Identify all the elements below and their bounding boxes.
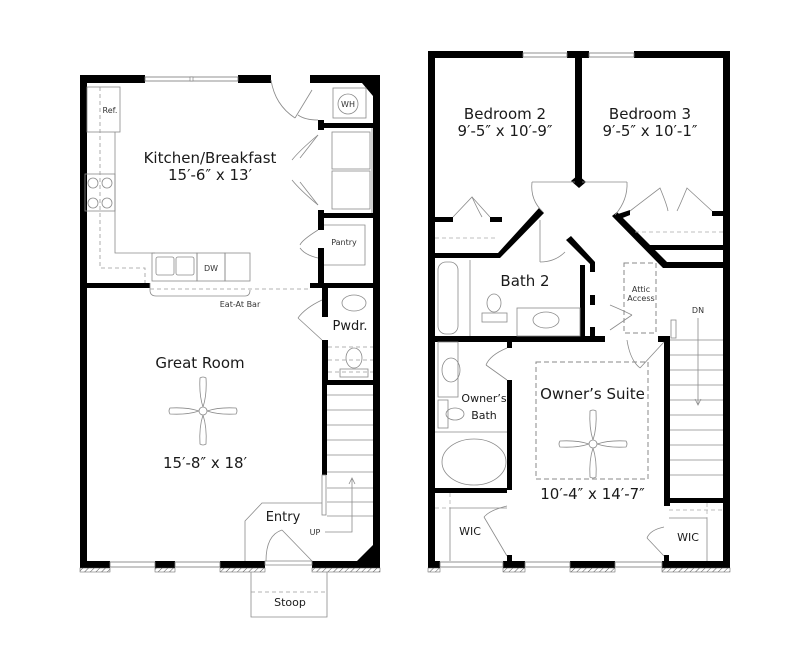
- great-room-size: 15′-8″ x 18′: [163, 454, 247, 472]
- bedroom2-name: Bedroom 2: [463, 105, 547, 123]
- owners-suite-size: 10′-4″ x 14′-7″: [540, 485, 645, 503]
- room-label-owners-bath: Owner’s Bath: [460, 392, 508, 422]
- room-label-bath2: Bath 2: [500, 272, 550, 290]
- pantry-label: Pantry: [331, 238, 357, 247]
- dn-label: DN: [691, 306, 705, 315]
- room-label-great-room: Great Room: [150, 354, 250, 372]
- kitchen-name: Kitchen/Breakfast: [143, 149, 277, 167]
- bedroom2-size: 9′-5″ x 10′-9″: [457, 122, 553, 141]
- room-label-bedroom2: Bedroom 2 9′-5″ x 10′-9″: [455, 105, 555, 141]
- room-label-stoop: Stoop: [274, 596, 306, 609]
- owners-bath-line1: Owner’s: [461, 392, 507, 405]
- attic-line2: Access: [627, 294, 655, 304]
- owners-bath-line2: Bath: [471, 408, 497, 422]
- first-floor-plan: [79, 75, 381, 618]
- room-label-entry: Entry: [265, 510, 301, 525]
- up-label: UP: [309, 528, 321, 537]
- room-label-powder: Pwdr.: [332, 319, 368, 334]
- attic-access-label: Attic Access: [623, 285, 659, 303]
- room-label-bedroom3: Bedroom 3 9′-5″ x 10′-1″: [600, 105, 700, 141]
- kitchen-size: 15′-6″ x 13′: [168, 166, 252, 185]
- great-room-name: Great Room: [155, 354, 245, 372]
- room-label-kitchen: Kitchen/Breakfast 15′-6″ x 13′: [130, 149, 290, 185]
- room-label-owners-suite: Owner’s Suite: [540, 385, 645, 403]
- bedroom3-name: Bedroom 3: [608, 105, 692, 123]
- bedroom3-size: 9′-5″ x 10′-1″: [602, 122, 698, 141]
- ref-label: Ref.: [102, 106, 118, 115]
- attic-line1: Attic: [631, 285, 651, 294]
- dw-label: DW: [203, 264, 219, 273]
- room-label-wic-right: WIC: [677, 531, 699, 544]
- wh-label: WH: [341, 100, 355, 109]
- second-floor-plan: [427, 51, 731, 573]
- eat-at-bar-label: Eat-At Bar: [219, 300, 261, 309]
- room-label-wic-left: WIC: [459, 525, 481, 538]
